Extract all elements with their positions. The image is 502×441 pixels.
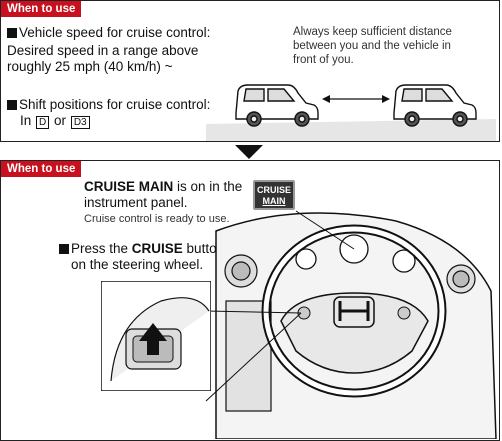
press-cruise-instruction-line2: on the steering wheel. — [71, 257, 204, 272]
distance-double-arrow-icon — [322, 95, 390, 103]
down-arrow-icon — [235, 145, 263, 159]
cruise-ready-note: Cruise control is ready to use. — [84, 213, 230, 225]
speed-line-1: Desired speed in a range above — [7, 43, 199, 58]
bullet-square-icon — [59, 244, 69, 254]
cruise-conditions-panel: When to use Vehicle speed for cruise con… — [0, 0, 500, 142]
rear-car-icon — [235, 84, 319, 127]
press-arrow-icon — [139, 323, 167, 355]
shift-heading: Shift positions for cruise control: — [7, 97, 210, 113]
steering-wheel-icon — [261, 224, 447, 398]
cruise-main-text-line2: instrument panel. — [84, 195, 188, 210]
distance-note: Always keep sufficient distance between … — [293, 26, 452, 66]
shift-positions: In D or D3 — [20, 113, 91, 129]
air-vent-icon — [224, 254, 258, 288]
speed-line-2: roughly 25 mph (40 km/h) ~ — [7, 59, 173, 74]
press-cruise-instruction: Press the CRUISE button — [59, 241, 224, 257]
bullet-square-icon — [7, 28, 17, 38]
following-distance-illustration — [206, 84, 496, 141]
gear-d-box: D — [36, 116, 50, 129]
cruise-main-indicator: CRUISE MAIN — [253, 180, 295, 210]
cruise-main-text: CRUISE MAIN is on in the — [84, 179, 243, 194]
cruise-activation-panel: When to use CRUISE MAIN is on in the ins… — [0, 160, 500, 441]
speed-heading: Vehicle speed for cruise control: — [7, 25, 210, 41]
when-to-use-tag: When to use — [1, 1, 82, 17]
when-to-use-tag: When to use — [1, 161, 82, 177]
dashboard-illustration — [205, 210, 497, 439]
front-car-icon — [393, 84, 477, 127]
air-vent-icon — [446, 264, 476, 294]
bullet-square-icon — [7, 100, 17, 110]
cruise-button-closeup — [101, 281, 211, 391]
gear-d3-box: D3 — [70, 116, 90, 129]
